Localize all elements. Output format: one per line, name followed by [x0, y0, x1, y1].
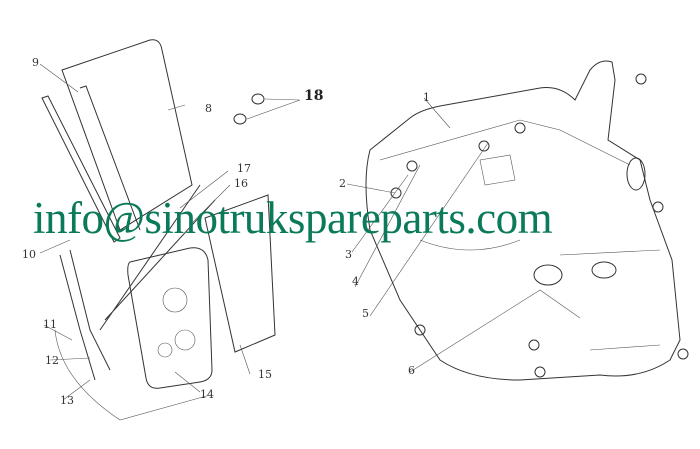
screws [390, 73, 689, 378]
label-17: 17 [237, 162, 251, 175]
label-14: 14 [200, 388, 214, 401]
glass-run-channel [41, 85, 141, 243]
label-6: 6 [408, 364, 415, 377]
door-glass [61, 39, 193, 231]
door-trim-panel [365, 60, 681, 381]
label-10: 10 [22, 248, 36, 261]
label-11: 11 [43, 318, 57, 331]
label-15: 15 [258, 368, 272, 381]
label-5: 5 [362, 307, 369, 320]
grommet-parts [233, 93, 301, 125]
label-9: 9 [32, 56, 39, 69]
label-4: 4 [352, 275, 359, 288]
label-8: 8 [205, 102, 212, 115]
door-inner-frame [127, 247, 213, 389]
label-13: 13 [60, 394, 74, 407]
label-16: 16 [234, 177, 248, 190]
label-18: 18 [304, 88, 323, 104]
watermark-text: info@sinotrukspareparts.com [33, 193, 553, 243]
label-12: 12 [45, 354, 59, 367]
protective-sheet [204, 194, 276, 353]
door-outer-shell [54, 329, 211, 421]
label-3: 3 [345, 248, 352, 261]
label-2: 2 [339, 177, 346, 190]
label-1: 1 [423, 91, 430, 104]
